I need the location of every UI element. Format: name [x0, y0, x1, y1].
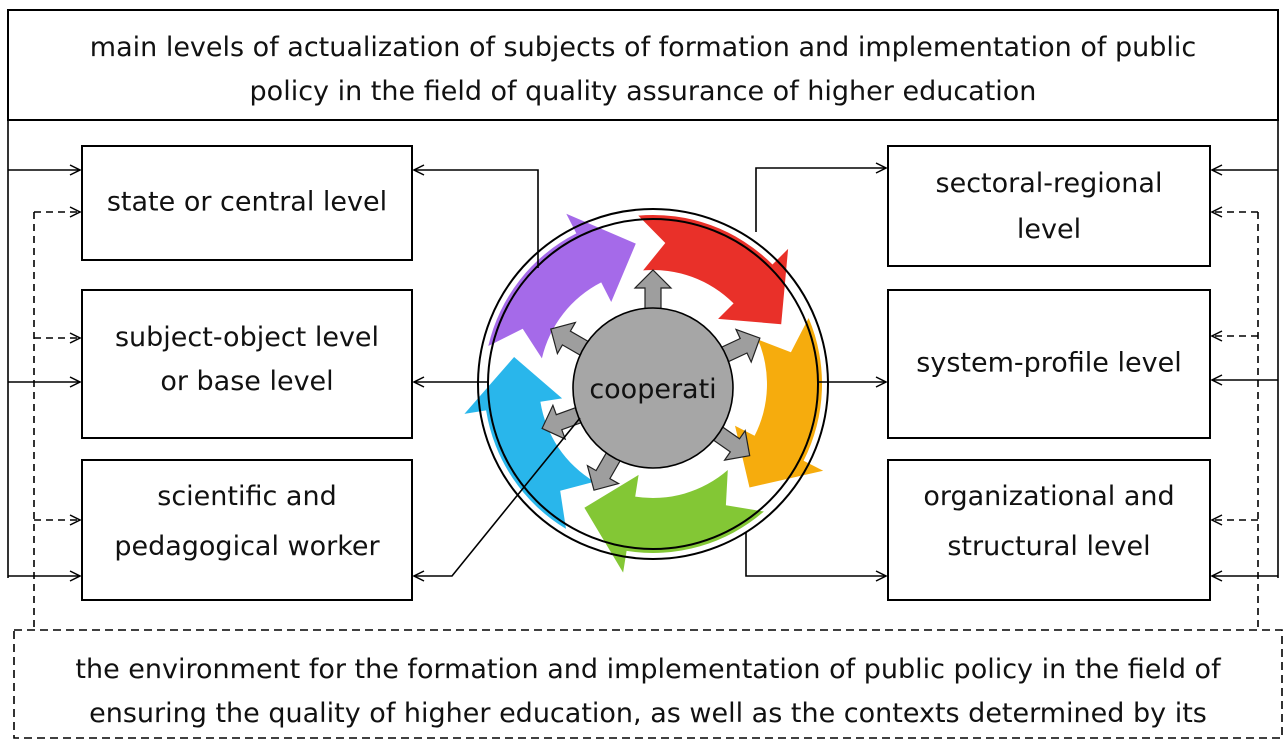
purple-arrow-segment	[488, 213, 636, 359]
left-box-subject-object: subject-object level or base level	[81, 289, 413, 439]
left-box-state-line-1: state or central level	[107, 187, 387, 218]
outer-ring	[477, 208, 829, 560]
cycle-graphic: cooperati	[464, 208, 829, 573]
left-connectors	[8, 170, 80, 576]
header-box: main levels of actualization of subjects…	[7, 9, 1279, 121]
right-box-system-profile: system-profile level	[887, 289, 1211, 439]
right-box-sectoral-line-2: level	[1017, 214, 1081, 245]
header-line-1: main levels of actualization of subjects…	[90, 32, 1196, 63]
blue-arrow-segment	[464, 357, 595, 529]
footer-line-1: the environment for the formation and im…	[75, 654, 1222, 685]
inner-ring	[487, 218, 819, 550]
left-box-scientific: scientific and pedagogical worker	[81, 459, 413, 601]
left-box-scientific-line-2: pedagogical worker	[114, 531, 380, 562]
left-box-subject-line-2: or base level	[160, 366, 333, 397]
right-box-sectoral-line-1: sectoral-regional	[936, 168, 1163, 199]
right-box-sectoral: sectoral-regional level	[887, 145, 1211, 267]
left-box-scientific-line-1: scientific and	[157, 481, 336, 512]
right-box-organizational: organizational and structural level	[887, 459, 1211, 601]
header-line-2: policy in the field of quality assurance…	[250, 76, 1037, 107]
red-arrow-segment	[638, 214, 789, 325]
right-connectors	[1212, 170, 1278, 576]
frame-lines	[7, 120, 1279, 628]
orange-arrow-segment	[735, 318, 824, 488]
right-box-org-line-1: organizational and	[923, 481, 1174, 512]
hub-label: cooperati	[589, 374, 716, 405]
right-box-org-line-2: structural level	[947, 531, 1150, 562]
left-box-state: state or central level	[81, 145, 413, 261]
right-box-system-line-1: system-profile level	[916, 348, 1181, 379]
footer-box: the environment for the formation and im…	[13, 629, 1283, 739]
left-box-subject-line-1: subject-object level	[115, 322, 379, 353]
footer-line-2: ensuring the quality of higher education…	[89, 698, 1207, 729]
center-connectors	[414, 168, 886, 576]
cooperation-hub	[572, 307, 734, 469]
